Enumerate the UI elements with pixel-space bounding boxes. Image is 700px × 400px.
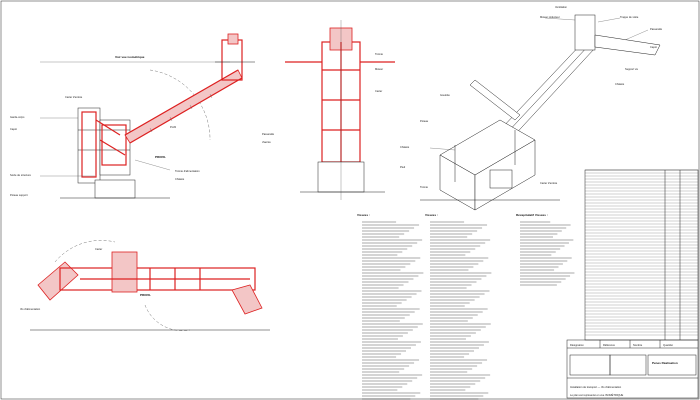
svg-text:Trappe de visite: Trappe de visite — [620, 15, 639, 19]
svg-text:Trémie: Trémie — [420, 185, 429, 189]
isometric-view: Moteur réducteur Ventilation Trappe de v… — [400, 5, 663, 211]
svg-text:Châssis: Châssis — [400, 145, 410, 149]
drawing-note: Le plan est représenté en vue ISOMÉTRIQU… — [570, 392, 623, 397]
svg-text:Trémie d'alimentation: Trémie d'alimentation — [175, 169, 200, 173]
title-block-caption: Installation de transport — Vis d'alimen… — [570, 385, 622, 389]
table-header-2: Référence — [603, 343, 616, 347]
svg-text:Poteau: Poteau — [420, 119, 429, 123]
nomenclature-middle: Vissées : — [425, 213, 492, 400]
side-view-left: Voir vue isométrique Garde-corps Capot S… — [10, 33, 255, 199]
svg-text:Châssis: Châssis — [175, 177, 185, 181]
table-header-3: Nombre — [633, 343, 643, 347]
plan-view-bottom-left: PROFIL Carter Vis d'alimentation — [20, 240, 270, 331]
svg-text:Capot: Capot — [10, 127, 17, 131]
front-view-center: Passerelle d'accès Trémie Moteur Carter — [262, 20, 395, 200]
svg-text:Carter d'entrée: Carter d'entrée — [540, 181, 558, 185]
svg-text:Trémie: Trémie — [375, 52, 384, 56]
svg-text:Carter: Carter — [375, 89, 382, 93]
svg-text:Ventilation: Ventilation — [555, 5, 568, 9]
title-block: Désignation Référence Nombre Quantité Pe… — [566, 339, 699, 399]
right-list-title: Vissées : — [425, 213, 438, 217]
svg-text:Moteur: Moteur — [375, 67, 383, 71]
red-label-1: PROFIL — [155, 155, 166, 159]
svg-text:Vis d'alimentation: Vis d'alimentation — [20, 307, 41, 311]
svg-text:Pied: Pied — [400, 165, 406, 169]
company-name: Penes Réalisation — [652, 361, 678, 365]
svg-text:Capot: Capot — [650, 45, 657, 49]
svg-text:d'accès: d'accès — [262, 140, 271, 144]
svg-text:Poteau support: Poteau support — [10, 193, 28, 197]
table-header-4: Quantité — [663, 343, 673, 347]
svg-text:Moteur réducteur: Moteur réducteur — [540, 15, 560, 19]
recap-list: Récapitulatif Vissées : — [516, 213, 575, 286]
svg-text:Châssis: Châssis — [615, 82, 625, 86]
svg-text:Socle de structure: Socle de structure — [10, 173, 31, 177]
svg-text:Support vis: Support vis — [625, 67, 639, 71]
svg-text:Garde-corps: Garde-corps — [10, 115, 25, 119]
svg-text:Carter d'entrée: Carter d'entrée — [65, 95, 83, 99]
top-left-title: Voir vue isométrique — [115, 55, 145, 59]
red-label-2: PROFIL — [140, 293, 151, 297]
nomenclature-left: Vissées : — [357, 213, 424, 400]
svg-text:Passerelle: Passerelle — [650, 27, 663, 31]
svg-text:Passerelle: Passerelle — [262, 132, 275, 136]
recap-list-title: Récapitulatif Vissées : — [516, 213, 548, 217]
svg-text:Goulotte: Goulotte — [440, 93, 450, 97]
table-header-1: Désignation — [570, 343, 584, 347]
parts-table — [584, 169, 699, 341]
svg-text:Profil: Profil — [170, 125, 176, 129]
svg-text:Carter: Carter — [95, 247, 102, 251]
left-list-title: Vissées : — [357, 213, 370, 217]
